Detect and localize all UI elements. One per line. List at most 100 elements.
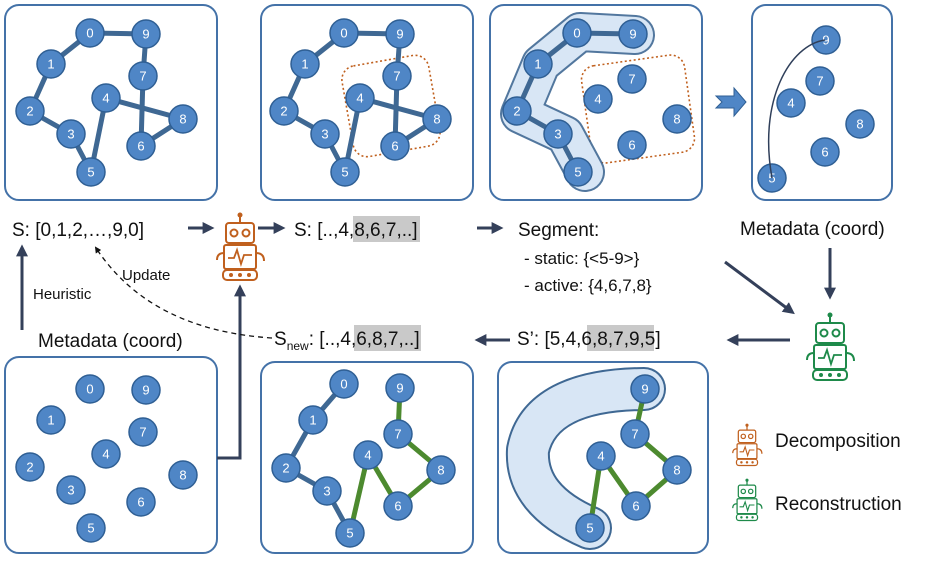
node-label: 8	[433, 112, 440, 127]
segment-static: - static: {<5-9>}	[524, 249, 640, 268]
node-label: 5	[346, 526, 353, 541]
arrow-metadata-to-decomposer	[217, 284, 246, 460]
node-circle	[131, 375, 161, 405]
node-label: 4	[102, 447, 109, 462]
node-label: 4	[356, 91, 363, 106]
node-circle	[131, 19, 161, 49]
node-7: 7	[383, 419, 413, 449]
node-label: 9	[396, 381, 403, 396]
node-label: 1	[301, 57, 308, 72]
node-label: 2	[282, 461, 289, 476]
node-circle	[385, 373, 415, 403]
node-label: 1	[309, 413, 316, 428]
node-label: 4	[597, 449, 604, 464]
node-8: 8	[662, 104, 692, 134]
node-2: 2	[15, 452, 45, 482]
node-circle	[56, 475, 86, 505]
node-label: 8	[673, 112, 680, 127]
node-label: 3	[67, 127, 74, 142]
node-label: 2	[26, 104, 33, 119]
node-label: 6	[391, 139, 398, 154]
node-0: 0	[75, 18, 105, 48]
node-2: 2	[269, 96, 299, 126]
arrow-update-dashed	[94, 246, 273, 339]
sequence-s-partial: S: [..,4,8,6,7,..]	[294, 220, 418, 241]
node-2: 2	[271, 453, 301, 483]
node-label: 1	[47, 413, 54, 428]
node-label: 7	[393, 69, 400, 84]
node-label: 3	[323, 484, 330, 499]
node-circle	[310, 119, 340, 149]
node-circle	[76, 513, 106, 543]
node-6: 6	[383, 491, 413, 521]
node-4: 4	[353, 440, 383, 470]
node-8: 8	[168, 460, 198, 490]
node-circle	[502, 96, 532, 126]
node-label: 9	[822, 33, 829, 48]
node-label: 6	[628, 138, 635, 153]
node-3: 3	[543, 119, 573, 149]
node-6: 6	[126, 487, 156, 517]
arrow-segment-to-reconstructor	[724, 260, 795, 315]
node-2: 2	[15, 96, 45, 126]
node-circle	[621, 491, 651, 521]
node-5: 5	[563, 157, 593, 187]
node-6: 6	[126, 131, 156, 161]
node-label: 6	[821, 145, 828, 160]
node-circle	[75, 18, 105, 48]
node-circle	[15, 452, 45, 482]
node-circle	[128, 417, 158, 447]
node-label: 3	[554, 127, 561, 142]
node-4: 4	[91, 439, 121, 469]
node-circle	[383, 419, 413, 449]
node-label: 7	[139, 69, 146, 84]
node-8: 8	[422, 104, 452, 134]
node-5: 5	[575, 513, 605, 543]
node-circle	[563, 157, 593, 187]
node-3: 3	[310, 119, 340, 149]
node-label: 5	[87, 521, 94, 536]
node-label: 2	[26, 460, 33, 475]
node-circle	[312, 476, 342, 506]
node-circle	[380, 131, 410, 161]
node-circle	[811, 25, 841, 55]
node-9: 9	[385, 19, 415, 49]
node-label: 9	[641, 382, 648, 397]
node-circle	[36, 405, 66, 435]
node-circle	[422, 104, 452, 134]
node-0: 0	[329, 18, 359, 48]
node-label: 8	[437, 463, 444, 478]
node-circle	[382, 61, 412, 91]
node-label: 2	[513, 104, 520, 119]
node-3: 3	[312, 476, 342, 506]
node-7: 7	[620, 419, 650, 449]
sequence-sprime: S’: [5,4,6,8,7,9,5]	[517, 329, 661, 350]
node-1: 1	[290, 49, 320, 79]
node-3: 3	[56, 119, 86, 149]
node-7: 7	[382, 61, 412, 91]
node-1: 1	[36, 49, 66, 79]
node-2: 2	[502, 96, 532, 126]
node-9: 9	[385, 373, 415, 403]
node-circle	[662, 455, 692, 485]
transform-arrow-icon	[714, 86, 747, 118]
node-6: 6	[380, 131, 410, 161]
sequence-s-label: S: [0,1,2,…,9,0]	[12, 220, 144, 241]
highlight-sprime-active	[587, 325, 654, 351]
legend-reconstruction-robot-icon	[732, 478, 763, 522]
node-0: 0	[329, 369, 359, 399]
node-4: 4	[345, 83, 375, 113]
node-label: 3	[321, 127, 328, 142]
node-label: 8	[179, 112, 186, 127]
node-9: 9	[131, 375, 161, 405]
node-label: 4	[594, 92, 601, 107]
node-5: 5	[330, 157, 360, 187]
highlight-s-active	[353, 216, 420, 242]
node-label: 7	[816, 74, 823, 89]
node-6: 6	[621, 491, 651, 521]
node-label: 0	[86, 26, 93, 41]
node-1: 1	[298, 405, 328, 435]
node-7: 7	[805, 66, 835, 96]
reconstruction-robot-icon	[806, 311, 855, 381]
